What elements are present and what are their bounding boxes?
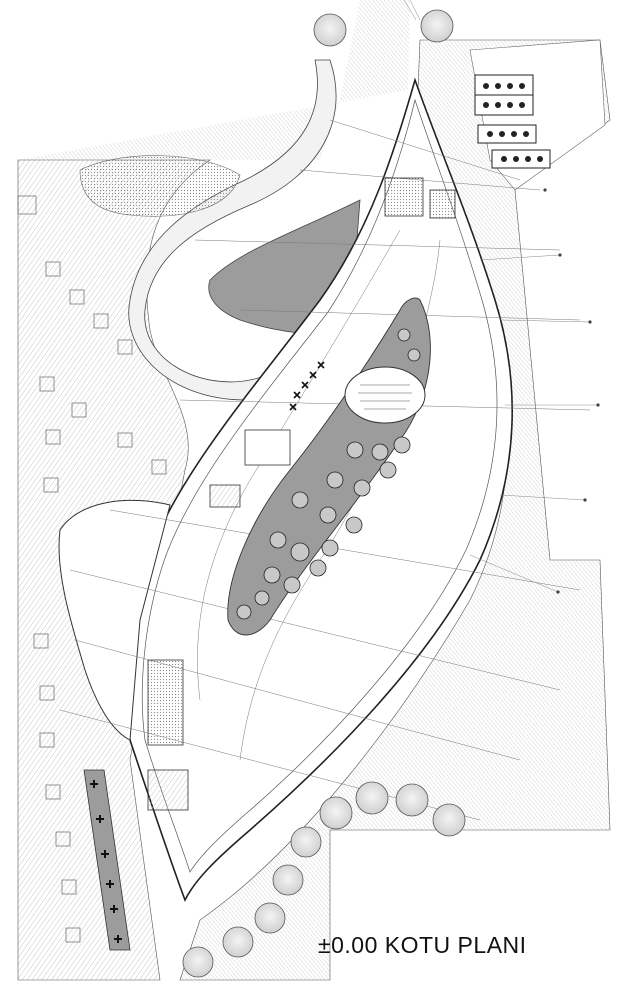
planter-grid [17,195,167,943]
tree-icons [182,9,466,978]
annotation-leaders [403,0,598,593]
exhibition-core [227,297,431,636]
service-blocks [147,429,291,811]
west-seating-area [83,769,131,951]
column-cross-icons [289,361,325,411]
parking-car-icons [474,74,551,169]
round-tables [236,328,421,620]
north-entrance [384,177,456,219]
plan-title: ±0.00 KOTU PLANI [318,932,527,958]
